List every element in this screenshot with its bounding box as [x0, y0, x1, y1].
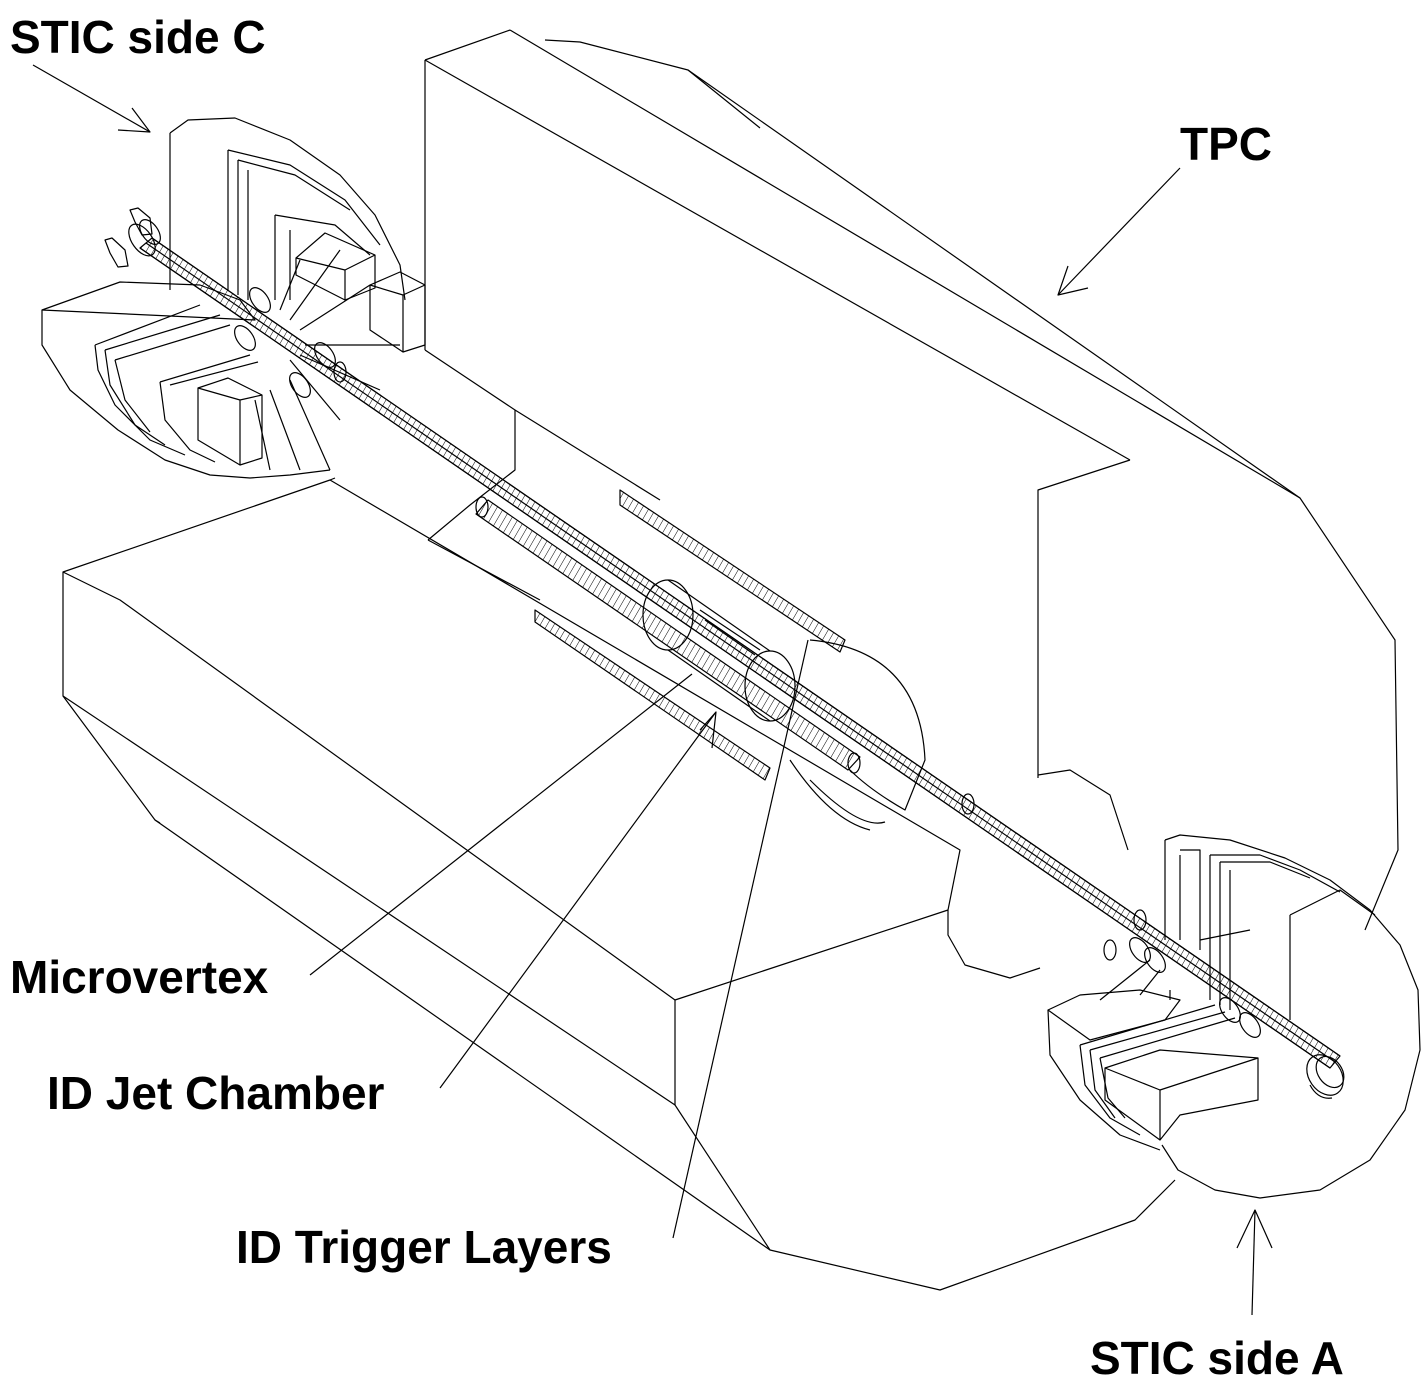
id-jet-chamber-arrow-head: [700, 712, 716, 748]
stic-c-arrow-head: [118, 108, 150, 132]
tpc-lower-half: [63, 478, 1175, 1290]
label-id-jet-chamber: ID Jet Chamber: [47, 1067, 385, 1119]
leader-lines: [33, 65, 1272, 1315]
stic-side-c: [42, 118, 425, 478]
stic-a-arrow-head: [1237, 1210, 1272, 1248]
label-microvertex: Microvertex: [10, 951, 269, 1003]
label-tpc: TPC: [1180, 118, 1272, 170]
stic-c-arrow-shaft: [33, 65, 150, 132]
stic-a-arrow-shaft: [1252, 1210, 1255, 1315]
id-trigger-leader: [673, 640, 808, 1238]
id-jet-chamber-leader: [440, 712, 716, 1088]
label-stic-side-c: STIC side C: [10, 11, 266, 63]
tpc-upper-half: [425, 30, 1398, 930]
tpc-arrow-head: [1058, 266, 1088, 295]
stic-side-a: [1048, 835, 1420, 1198]
tpc-arrow-shaft: [1058, 168, 1180, 295]
label-stic-side-a: STIC side A: [1090, 1332, 1344, 1384]
microvertex-leader: [310, 674, 692, 975]
label-id-trigger-layers: ID Trigger Layers: [236, 1221, 612, 1273]
inner-detector-layers: [334, 362, 1146, 960]
